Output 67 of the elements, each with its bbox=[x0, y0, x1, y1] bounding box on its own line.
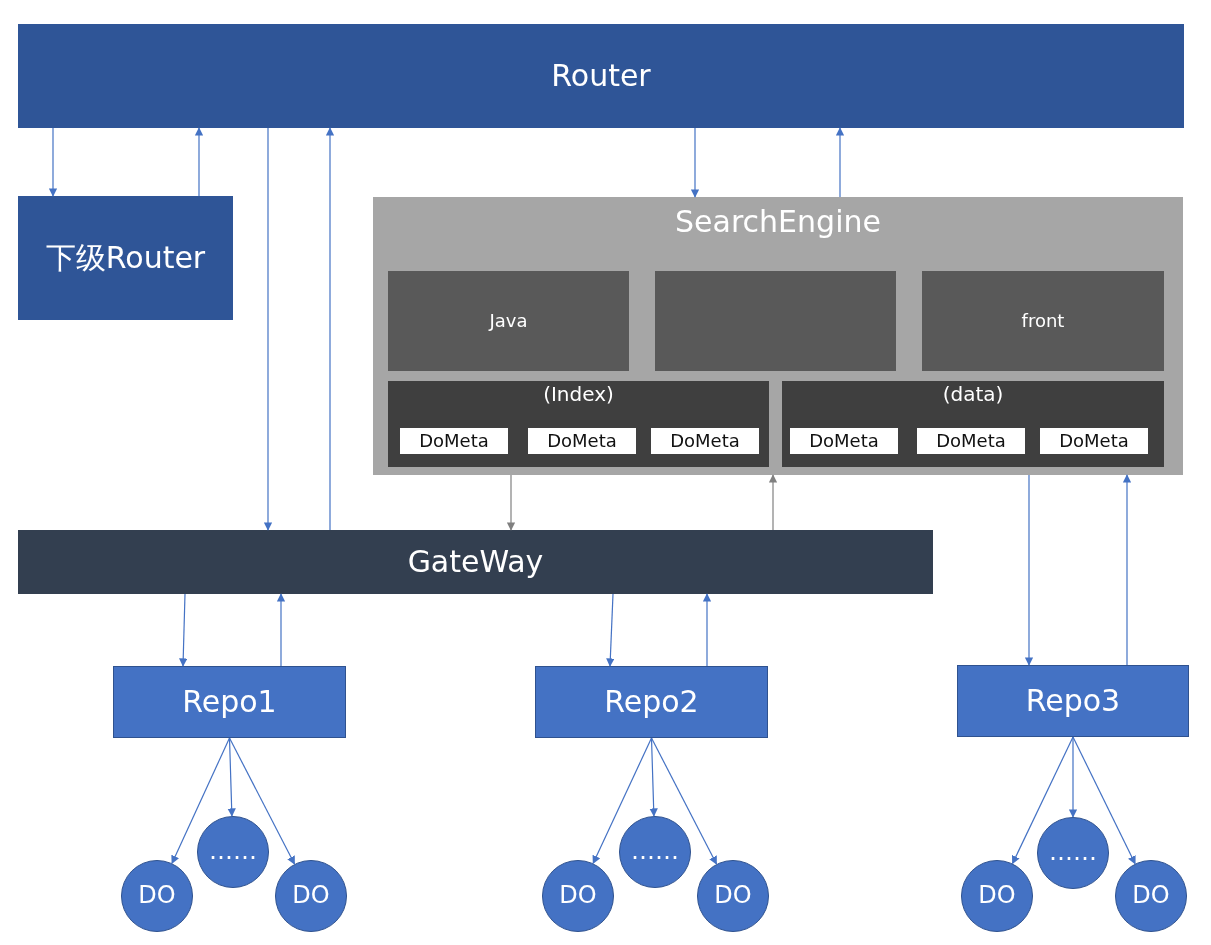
node-label: DoMeta bbox=[419, 430, 489, 452]
arrow bbox=[227, 737, 236, 817]
node-label: …… bbox=[1049, 839, 1097, 867]
module-box bbox=[922, 271, 1164, 371]
arrow bbox=[325, 127, 335, 531]
node-label: DO bbox=[978, 882, 1016, 910]
arrow bbox=[592, 737, 653, 865]
node-label: front bbox=[1021, 310, 1065, 332]
arrow bbox=[1068, 736, 1078, 818]
arrow bbox=[649, 737, 658, 817]
router-box bbox=[18, 196, 233, 320]
meta-box bbox=[790, 428, 898, 454]
repo-box bbox=[957, 665, 1189, 737]
arrow bbox=[1122, 474, 1132, 666]
arrow bbox=[606, 593, 615, 667]
router-box bbox=[18, 24, 1184, 128]
arrow bbox=[1011, 736, 1074, 865]
gateway-bar bbox=[18, 530, 933, 594]
node-label: Router bbox=[551, 58, 651, 94]
engine-panel bbox=[373, 197, 1183, 475]
arrow bbox=[1024, 474, 1034, 666]
heading: (Index) bbox=[543, 383, 614, 406]
storage-panel bbox=[388, 381, 769, 467]
heading: SearchEngine bbox=[675, 205, 881, 240]
node-label: GateWay bbox=[407, 544, 544, 580]
arrow bbox=[1072, 736, 1136, 865]
node-label: DoMeta bbox=[1059, 430, 1129, 452]
meta-box bbox=[917, 428, 1025, 454]
node-label: …… bbox=[631, 838, 679, 866]
arrow bbox=[48, 127, 58, 197]
arrow bbox=[179, 593, 188, 667]
node-label: DoMeta bbox=[936, 430, 1006, 452]
node-label: Java bbox=[489, 310, 528, 332]
meta-box bbox=[651, 428, 759, 454]
arrow bbox=[171, 737, 231, 865]
node-label: DO bbox=[1132, 882, 1170, 910]
node-label: 下级Router bbox=[45, 240, 206, 276]
node-label: Repo3 bbox=[1025, 683, 1121, 719]
arrow bbox=[768, 474, 778, 531]
node-label: DoMeta bbox=[547, 430, 617, 452]
arrow bbox=[228, 737, 296, 865]
arrow bbox=[263, 127, 273, 531]
meta-box bbox=[1040, 428, 1148, 454]
node-label: DO bbox=[714, 882, 752, 910]
arrow bbox=[194, 127, 204, 197]
node-label: Repo2 bbox=[604, 684, 699, 720]
node-label: DO bbox=[559, 882, 597, 910]
empty-box bbox=[655, 271, 896, 371]
arrow bbox=[690, 127, 700, 198]
storage-panel bbox=[782, 381, 1164, 467]
meta-box bbox=[400, 428, 508, 454]
arrow bbox=[506, 474, 516, 531]
meta-box bbox=[528, 428, 636, 454]
arrow bbox=[276, 593, 286, 667]
node-label: …… bbox=[209, 838, 257, 866]
node-label: DoMeta bbox=[670, 430, 740, 452]
repo-box bbox=[113, 666, 346, 738]
node-label: Repo1 bbox=[182, 684, 277, 720]
node-label: DO bbox=[138, 882, 176, 910]
repo-box bbox=[535, 666, 768, 738]
arrow bbox=[835, 127, 845, 198]
heading: (data) bbox=[942, 383, 1004, 406]
node-label: DO bbox=[292, 882, 330, 910]
node-label: DoMeta bbox=[809, 430, 879, 452]
arrow bbox=[702, 593, 712, 667]
arrow bbox=[650, 737, 718, 865]
module-box bbox=[388, 271, 629, 371]
